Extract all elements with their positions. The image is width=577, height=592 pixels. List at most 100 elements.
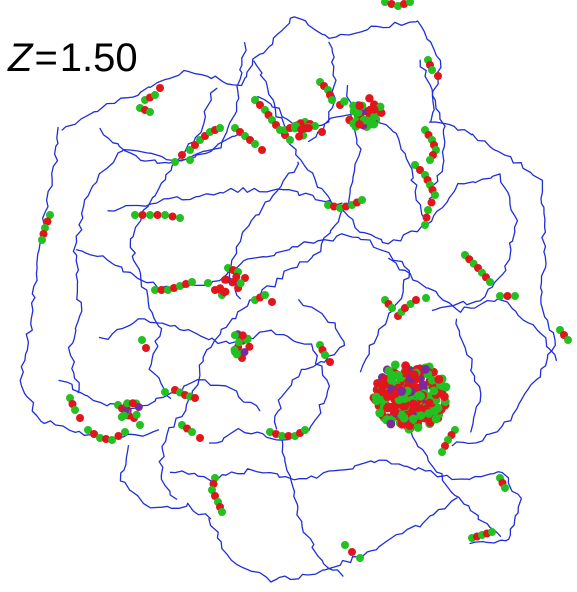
bead (353, 108, 363, 117)
bead (297, 125, 306, 134)
bead (211, 474, 219, 482)
bead (218, 508, 226, 516)
bead (370, 105, 379, 114)
bead (251, 96, 259, 104)
bead (301, 426, 309, 434)
bead (151, 91, 159, 99)
bead (441, 382, 451, 392)
bead (261, 291, 269, 299)
parameter-value: 1.50 (59, 36, 138, 80)
bead (191, 141, 199, 149)
bead (68, 400, 77, 408)
bead (324, 201, 332, 209)
bead (426, 156, 434, 164)
bead (416, 166, 424, 174)
bead (168, 212, 177, 221)
bead (434, 375, 444, 384)
bead (41, 224, 49, 232)
bead (157, 286, 166, 294)
bead (234, 338, 243, 347)
bead (356, 554, 364, 562)
bead (304, 124, 313, 133)
bead (208, 486, 216, 494)
bead (427, 198, 436, 207)
bead (444, 436, 452, 444)
bead (171, 158, 179, 166)
bead (321, 351, 329, 359)
bead (390, 360, 400, 370)
bead (336, 204, 344, 212)
equals-sign: = (34, 36, 58, 80)
bead (355, 120, 364, 129)
bead (43, 217, 52, 226)
bead (102, 435, 110, 443)
bead (146, 211, 154, 219)
bead (434, 72, 442, 80)
bead (348, 548, 356, 556)
bead (412, 296, 420, 304)
bead (120, 411, 129, 420)
bead (76, 414, 84, 422)
bead (388, 404, 398, 413)
bead (188, 428, 196, 436)
bead (188, 278, 196, 286)
bead (256, 101, 264, 109)
bead (204, 279, 212, 287)
bead (358, 196, 366, 204)
bead (153, 211, 162, 219)
bead (46, 211, 54, 219)
bead (66, 394, 74, 402)
bead (406, 300, 415, 308)
bead (408, 414, 418, 424)
bead (431, 414, 441, 424)
bead (186, 146, 194, 154)
bead (421, 364, 430, 374)
bead (416, 391, 425, 401)
bead (232, 272, 241, 281)
bead (176, 214, 184, 222)
bead (216, 284, 225, 293)
bead (427, 375, 437, 385)
bead (196, 434, 204, 442)
bead (399, 413, 409, 423)
bead (387, 0, 396, 8)
bead (245, 342, 254, 351)
bead (371, 392, 381, 402)
bead (90, 430, 98, 438)
bead (503, 292, 512, 300)
bead (411, 161, 419, 169)
bead (178, 151, 186, 159)
bead (278, 432, 286, 440)
bead (406, 0, 414, 6)
bead (38, 236, 46, 244)
bead (383, 392, 392, 401)
bead (422, 294, 430, 302)
bead (424, 206, 432, 214)
parameter-symbol: Z (8, 36, 33, 80)
bead (121, 428, 129, 436)
bead (221, 275, 229, 284)
bead (424, 409, 434, 418)
bead (400, 401, 410, 411)
bead (258, 146, 266, 154)
bead (156, 84, 164, 92)
bead (431, 191, 439, 199)
bead (416, 411, 426, 421)
bead (421, 221, 429, 229)
bead (486, 278, 494, 286)
bead (138, 336, 146, 344)
bead (96, 434, 104, 442)
bead (108, 436, 116, 444)
bead (413, 423, 423, 432)
bead (375, 408, 385, 418)
bead (295, 132, 304, 141)
bead (496, 292, 504, 300)
bead (161, 211, 169, 219)
bead (240, 348, 249, 357)
bead (241, 274, 249, 282)
bead (370, 112, 379, 121)
bead (428, 66, 436, 74)
bead (341, 541, 349, 549)
bead (397, 387, 407, 396)
bead (251, 140, 259, 148)
